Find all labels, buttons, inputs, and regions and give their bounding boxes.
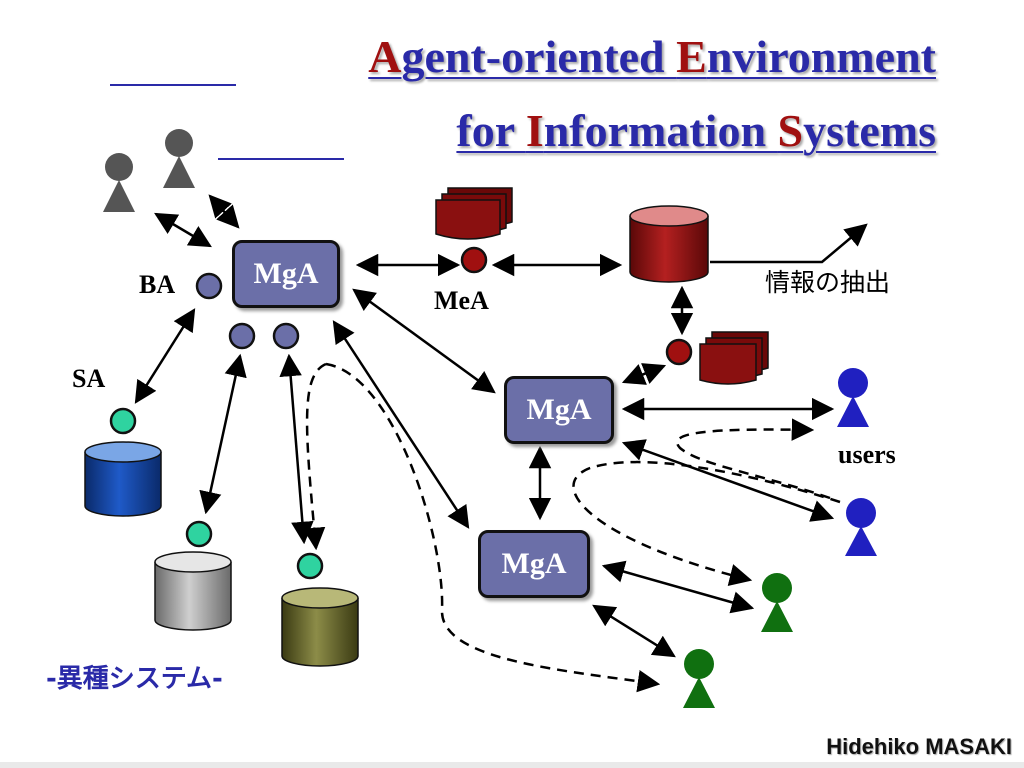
title-line-2: for Information Systems [456, 108, 936, 154]
mga-agent-box-right: MgA [504, 376, 614, 444]
author-label: Hidehiko MASAKI [826, 734, 1012, 759]
user-icon-green-2 [683, 649, 715, 708]
title-line2-segment-3: S [777, 105, 804, 156]
mea-agent-circle [460, 246, 488, 274]
title-line2-segment-0: for [456, 105, 526, 156]
user-icon-green-1 [761, 573, 793, 632]
extract-label: 情報の抽出 [765, 268, 891, 297]
ba-agent-circle [195, 272, 223, 300]
document-stack-icon-1 [435, 187, 513, 240]
agent-circle-2 [272, 322, 300, 350]
title-line-1: Agent-oriented Environment [368, 34, 936, 80]
title-line1-segment-3: nvironment [706, 31, 936, 82]
sa-label: SA [72, 364, 106, 393]
title-underline-2 [218, 158, 344, 160]
title-underline-1 [110, 84, 236, 86]
mga-agent-box-lower: MgA [478, 530, 590, 598]
document-stack-icon-2 [699, 331, 769, 385]
user-icon-blue-1 [837, 368, 869, 427]
ba-label: BA [139, 270, 176, 299]
title-line2-segment-2: nformation [543, 105, 778, 156]
title-line2-segment-4: ystems [803, 105, 936, 156]
title-line1-segment-1: gent-oriented [401, 31, 677, 82]
users-label: users [838, 440, 896, 469]
person-icon-gray-1 [103, 153, 135, 212]
mga-agent-box-main: MgA [232, 240, 340, 308]
sa-agent-circle-3 [296, 552, 324, 580]
title-line1-segment-0: A [368, 31, 402, 82]
database-icon-blue [84, 441, 162, 517]
database-icon-olive [281, 587, 359, 667]
agent-circle-1 [228, 322, 256, 350]
connection-arrows [134, 194, 868, 658]
heterogeneous-systems-label: -異種システム- [46, 664, 223, 694]
mea-label: MeA [434, 286, 489, 315]
database-icon-gray [154, 551, 232, 631]
sa-agent-circle-2 [185, 520, 213, 548]
user-icon-blue-2 [845, 498, 877, 556]
meta-agent-circle-2 [665, 338, 693, 366]
title-line2-segment-1: I [525, 105, 544, 156]
sa-agent-circle-1 [109, 407, 137, 435]
person-icon-gray-2 [163, 129, 195, 188]
database-icon-red [629, 205, 709, 283]
title-line1-segment-2: E [676, 31, 707, 82]
dashed-paths [302, 362, 841, 693]
footer-bar [0, 762, 1024, 768]
